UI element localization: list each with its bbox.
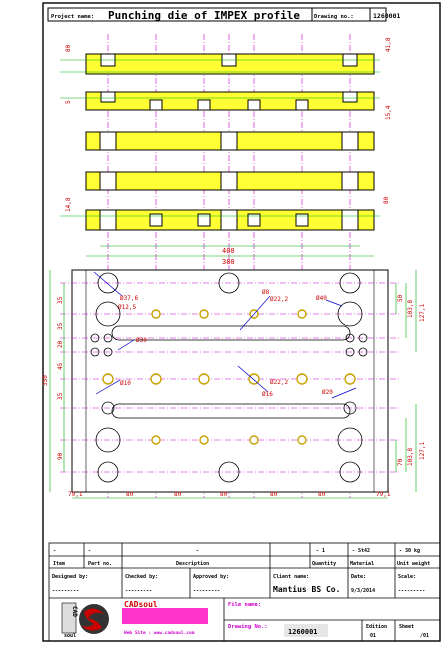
dim-right-d: 70 <box>397 458 404 466</box>
drawing-no-label: Drawing No.: <box>228 624 268 630</box>
hole-label-5: Ø22,2 <box>270 296 288 303</box>
checked-by-value: --------- <box>125 588 152 594</box>
dim-left-total: 350 <box>42 375 49 386</box>
dim-bottom-right: 79,1 <box>376 491 391 498</box>
side-view-plate-4 <box>85 171 375 191</box>
logo-bottom-text: soul <box>64 633 76 639</box>
head-weight: Unit weight <box>397 561 430 567</box>
project-name: Punching die of IMPEX profile <box>108 9 300 22</box>
row1-material: - St42 <box>352 548 370 554</box>
dim-left-a: 35 <box>57 296 64 304</box>
brand-name: CADsoul <box>124 600 158 609</box>
checked-by-label: Checked by: <box>125 574 158 580</box>
dim-overall-width: 400 <box>222 247 235 255</box>
hole-callouts: Ø37,6 Ø12,5 Ø30 Ø8 Ø22,2 Ø40 Ø10 Ø22,2 Ø… <box>118 289 333 398</box>
dim-left-e: 35 <box>57 392 64 400</box>
logo-top-text: CAD <box>71 606 78 617</box>
plan-view-plate <box>60 269 400 493</box>
row1-weight: - 30 kg <box>399 548 420 554</box>
dim-right-c: 127,1 <box>419 304 426 322</box>
dim-right-a: 50 <box>397 294 404 302</box>
head-item: Item <box>53 561 65 567</box>
side-view-plate-5 <box>60 209 380 231</box>
dim-inner-width: 380 <box>222 258 235 266</box>
dim-left-d: 45 <box>57 362 64 370</box>
sheet-value: /01 <box>420 633 429 639</box>
brand-bar <box>122 608 208 624</box>
side-view-plate-2 <box>60 91 380 111</box>
drawing-no-value: 1260001 <box>288 628 318 636</box>
dim-bottom-1: 80 <box>126 491 134 498</box>
hole-label-9: Ø16 <box>262 391 273 398</box>
dim-mid-left: 14,8 <box>65 197 72 212</box>
edition-value: 01 <box>370 633 376 639</box>
drawing-number: 1260001 <box>373 12 400 20</box>
row1-qty: - 1 <box>316 548 325 554</box>
dim-mid-right: 80 <box>383 196 390 204</box>
header-strip: Project name: Punching die of IMPEX prof… <box>47 7 400 22</box>
dim-left-f: 90 <box>57 452 64 460</box>
row1-part: - <box>88 548 91 554</box>
cadsoul-logo: CAD soul <box>61 601 112 639</box>
hole-label-10: Ø20 <box>322 389 333 396</box>
file-name-label: File name: <box>228 602 261 608</box>
dim-bottom-left: 79,1 <box>68 491 83 498</box>
date-value: 9/3/2014 <box>351 588 375 594</box>
drawing-label: Drawing no.: <box>314 14 354 20</box>
hole-label-2: Ø12,5 <box>118 304 136 311</box>
designed-by-value: --------- <box>52 588 79 594</box>
edition-label: Edition <box>366 624 387 630</box>
side-view-plate-3 <box>85 131 375 151</box>
dim-top2-left: 5 <box>65 100 72 104</box>
head-material: Material <box>350 561 374 567</box>
brand-website: Web Site : www.cadsoul.com <box>124 630 195 636</box>
dim-bottom-2: 80 <box>174 491 182 498</box>
client-label: Client name: <box>273 574 309 580</box>
hole-label-1: Ø37,6 <box>120 295 138 302</box>
date-label: Date: <box>351 574 366 580</box>
dim-left-b: 35 <box>57 322 64 330</box>
dim-bottom-5: 80 <box>318 491 326 498</box>
hole-label-4: Ø8 <box>262 289 270 296</box>
project-label: Project name: <box>51 13 94 20</box>
dim-right-b: 103,8 <box>407 300 414 318</box>
side-view-plate-1 <box>60 53 380 75</box>
dim-right-e: 103,8 <box>407 448 414 466</box>
dim-top2-right: 15,4 <box>385 105 392 120</box>
dim-bottom-4: 80 <box>270 491 278 498</box>
title-block <box>48 542 441 642</box>
dim-right-f: 127,1 <box>419 442 426 460</box>
row1-item: - <box>53 548 56 554</box>
width-dimensions <box>86 245 374 257</box>
approved-by-label: Approved by: <box>193 574 229 580</box>
hole-label-7: Ø10 <box>120 380 131 387</box>
left-dimensions <box>49 270 65 492</box>
client-name: Mantius BS Co. <box>273 584 340 594</box>
row1-desc: - <box>196 548 199 554</box>
scale-value: --------- <box>398 588 425 594</box>
drawing-no-box <box>284 624 328 637</box>
dim-bottom-3: 80 <box>220 491 228 498</box>
hole-label-8: Ø22,2 <box>270 379 288 386</box>
scale-label: Scale: <box>398 574 416 580</box>
approved-by-value: --------- <box>193 588 220 594</box>
hole-label-3: Ø30 <box>136 337 147 344</box>
head-part: Part no. <box>88 561 112 567</box>
sheet-label: Sheet <box>399 624 414 630</box>
head-desc: Description <box>176 561 209 567</box>
dim-top1-left: 80 <box>65 44 72 52</box>
head-qty: Quantity <box>312 561 336 567</box>
dim-left-c: 20 <box>57 340 64 348</box>
dim-top1-right: 41,8 <box>385 37 392 52</box>
right-dimensions <box>395 270 417 492</box>
designed-by-label: Designed by: <box>52 574 88 580</box>
hole-label-6: Ø40 <box>316 295 327 302</box>
